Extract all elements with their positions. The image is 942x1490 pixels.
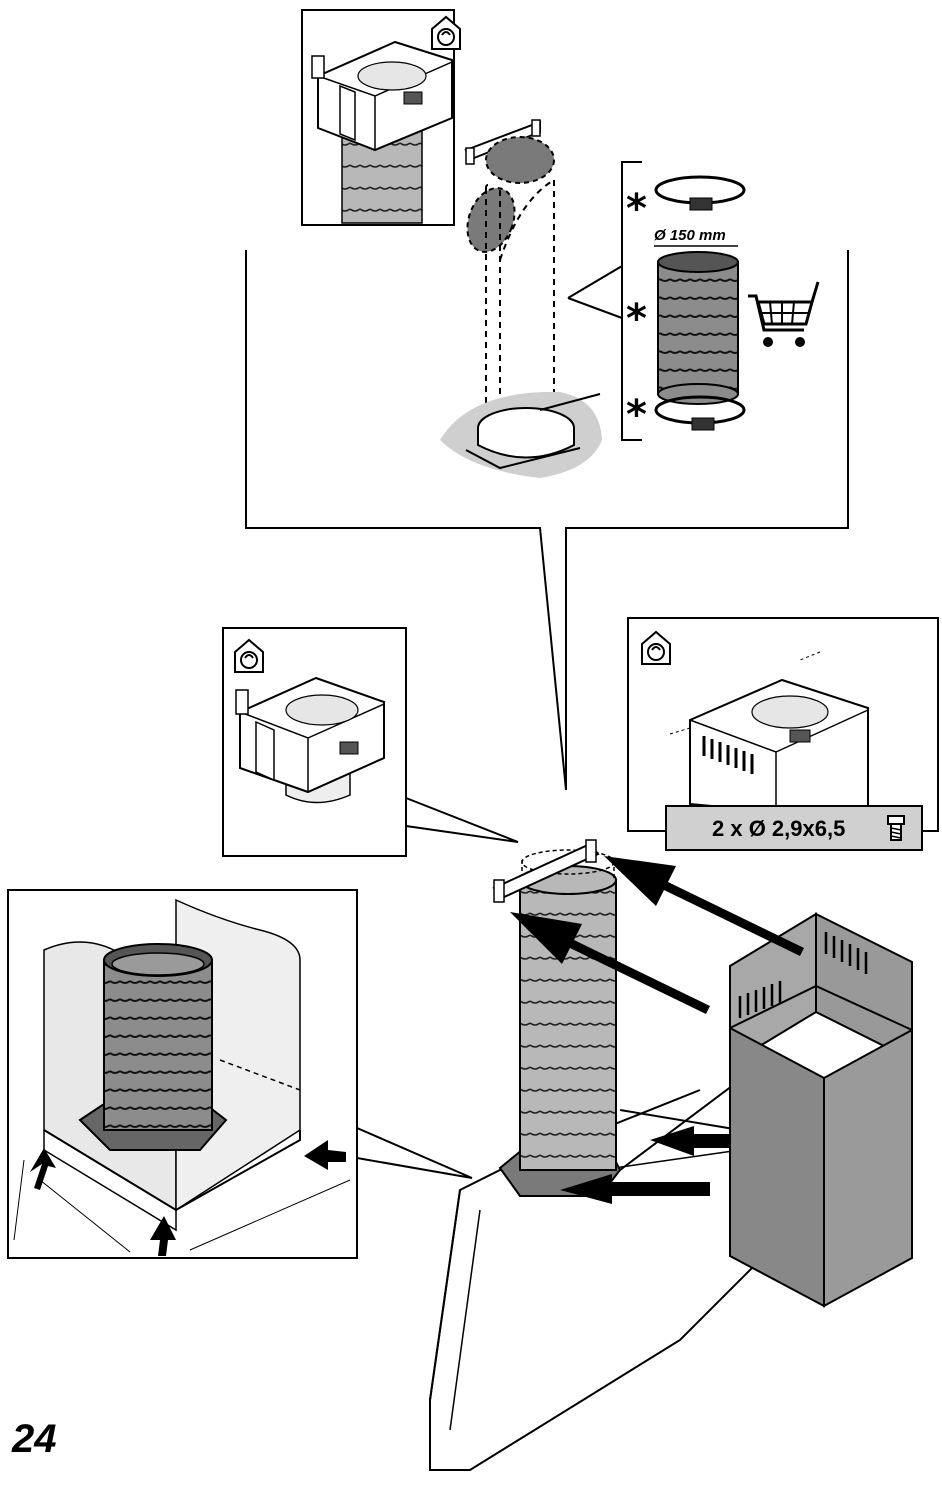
recirculation-house-icon xyxy=(431,15,461,50)
optional-marker-1: * xyxy=(626,186,647,232)
screw-spec-label: 2 x Ø 2,9x6,5 xyxy=(712,816,845,841)
pipe-diameter-label: Ø 150 mm xyxy=(654,227,726,244)
recirculation-house-icon xyxy=(234,638,264,673)
recirculation-house-icon xyxy=(641,630,671,665)
bottom-left-inset xyxy=(7,889,473,1259)
optional-marker-2: * xyxy=(626,296,647,342)
middle-left-inset xyxy=(222,627,519,857)
chimney-cover xyxy=(729,912,913,1308)
direction-arrow-icon xyxy=(30,1140,346,1256)
parts-list: * * * Ø 150 mm xyxy=(567,161,820,441)
shopping-cart-icon xyxy=(748,281,820,347)
page-number: 24 xyxy=(11,1417,57,1461)
screw-icon xyxy=(887,815,905,841)
hose-clamp-top xyxy=(654,175,746,211)
top-inset-panel xyxy=(301,9,461,226)
flexible-pipe xyxy=(657,251,739,405)
direction-arrow-icon xyxy=(510,856,804,1204)
middle-right-inset xyxy=(627,617,939,832)
top-callout-frame xyxy=(245,250,849,791)
exploded-pipe-view xyxy=(440,119,602,478)
hose-clamp-bottom xyxy=(654,395,746,431)
screw-spec-box: 2 x Ø 2,9x6,5 xyxy=(665,805,923,851)
main-assembly xyxy=(429,839,762,1471)
optional-marker-3: * xyxy=(626,392,647,438)
